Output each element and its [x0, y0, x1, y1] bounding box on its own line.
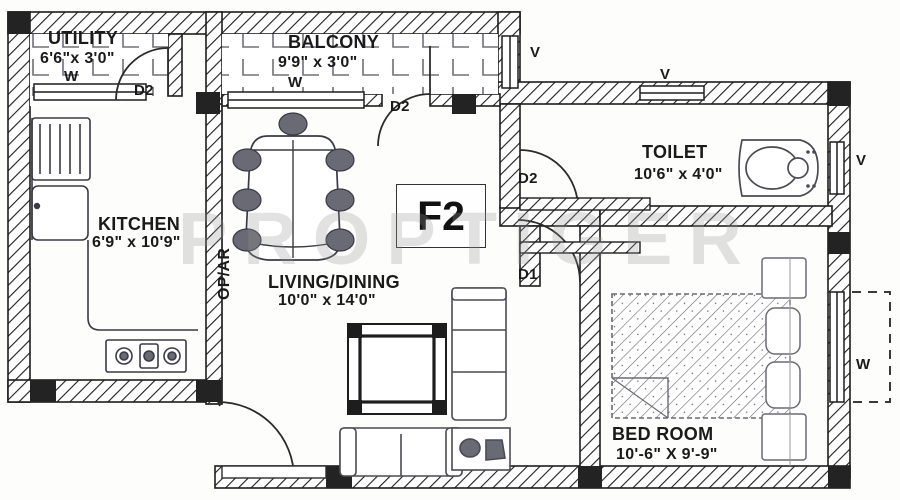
window-label-utility: W — [64, 68, 79, 85]
ventilator-label-toilet-right: V — [856, 152, 867, 169]
room-label-utility: UTILITY — [48, 28, 119, 48]
room-label-toilet: TOILET — [642, 142, 708, 162]
window-label-bedroom: W — [856, 356, 871, 373]
room-dim-kitchen: 6'9" x 10'9" — [92, 234, 181, 251]
room-label-balcony: BALCONY — [288, 32, 380, 52]
dining-set — [232, 112, 355, 261]
room-dim-utility: 6'6"x 3'0" — [40, 50, 115, 67]
room-dim-living: 10'0" x 14'0" — [278, 292, 376, 309]
door-swings — [115, 46, 581, 479]
living-furniture — [339, 287, 511, 477]
room-dim-bedroom: 10'-6" X 9'-9" — [616, 446, 718, 463]
room-dim-balcony: 9'9" x 3'0" — [278, 54, 358, 71]
wall-piers — [8, 12, 850, 488]
window-projection-outline — [852, 291, 891, 403]
door-label-balcony: D2 — [390, 98, 410, 115]
room-label-living: LIVING/DINING — [268, 272, 400, 292]
ventilator-label-balcony: V — [530, 44, 541, 61]
door-label-utility: D2 — [134, 82, 154, 99]
unit-code-text: F2 — [417, 192, 465, 239]
unit-code-badge: F2 — [396, 184, 486, 248]
tiled-floors — [30, 34, 498, 96]
door-label-bedroom: D1 — [518, 266, 538, 283]
window-label-balcony: W — [288, 74, 303, 91]
toilet-fixtures — [738, 139, 819, 197]
misc-lines — [206, 104, 327, 479]
room-dim-toilet: 10'6" x 4'0" — [634, 166, 723, 183]
door-leaves — [519, 197, 651, 254]
passage-label-op-ar: OP/AR — [216, 247, 233, 300]
room-label-bedroom: BED ROOM — [612, 424, 714, 444]
ventilator-label-toilet-top: V — [660, 66, 671, 83]
door-label-toilet: D2 — [518, 170, 538, 187]
room-label-kitchen: KITCHEN — [98, 214, 181, 234]
kitchen-fixtures — [31, 117, 198, 373]
window-symbols — [33, 35, 845, 403]
bedroom-furniture — [611, 257, 807, 466]
